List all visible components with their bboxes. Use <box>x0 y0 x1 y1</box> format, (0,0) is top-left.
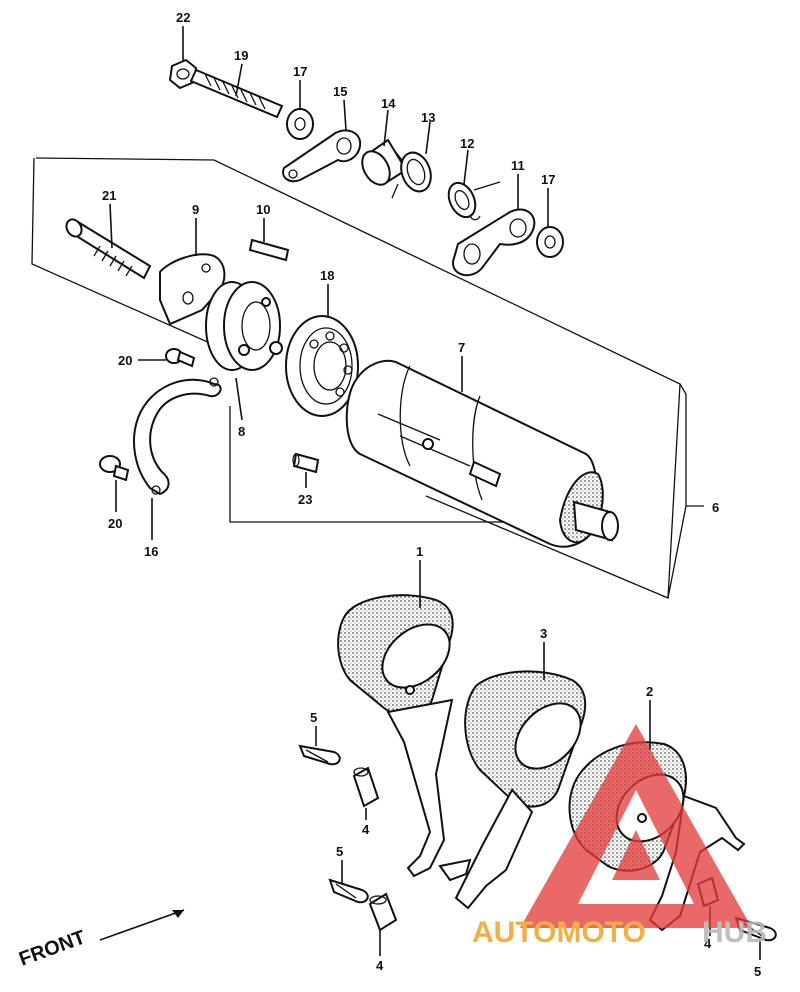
callout-11: 11 <box>511 158 525 173</box>
watermark-logo: AUTOMOTO HUB <box>472 724 767 949</box>
callout-14: 14 <box>381 96 396 111</box>
callout-20-lower: 20 <box>108 516 122 531</box>
callout-numbers: 22 19 17 15 14 13 12 11 17 21 9 10 18 7 … <box>102 10 761 979</box>
triangle-logo-icon <box>520 724 752 928</box>
bearing-18 <box>285 315 359 417</box>
bolt-20-upper <box>165 348 196 368</box>
callout-15: 15 <box>333 84 347 99</box>
watermark-text-automoto: AUTOMOTO <box>472 916 646 949</box>
guide-plate-16 <box>133 377 222 496</box>
nut-22 <box>168 58 198 90</box>
front-indicator: FRONT <box>16 909 185 971</box>
shift-forks <box>298 594 777 942</box>
callout-2: 2 <box>646 684 653 699</box>
callout-12: 12 <box>460 136 474 151</box>
callout-5-upper: 5 <box>310 710 317 725</box>
collar-14 <box>361 138 408 186</box>
callout-5-middle: 5 <box>336 844 343 859</box>
pin-23 <box>292 452 320 474</box>
callout-22: 22 <box>176 10 190 25</box>
shift-drum-7 <box>345 359 619 548</box>
callout-4-right: 4 <box>704 936 712 951</box>
leader-lines <box>109 26 761 960</box>
callout-10: 10 <box>256 202 270 217</box>
front-label: FRONT <box>16 926 88 970</box>
plate-11 <box>452 208 536 277</box>
spring-12 <box>447 181 501 221</box>
pin-10 <box>248 238 290 262</box>
callout-9: 9 <box>192 202 199 217</box>
callout-18: 18 <box>320 268 334 283</box>
spring-13 <box>391 149 432 199</box>
bolt-20-lower <box>99 455 130 482</box>
drum-components <box>65 218 619 548</box>
stopper-assembly <box>168 58 564 277</box>
arrowhead-icon <box>172 910 184 918</box>
washer-17-right <box>536 226 564 258</box>
callout-4-lower: 4 <box>376 958 384 973</box>
bolt-21 <box>65 218 152 280</box>
callout-5-lower: 5 <box>754 964 761 979</box>
clip-5a <box>298 744 341 766</box>
washer-17-top <box>286 108 314 140</box>
roller-4a <box>352 766 380 808</box>
callout-6: 6 <box>712 500 719 515</box>
callout-23: 23 <box>298 492 312 507</box>
roller-4b <box>368 892 398 932</box>
clip-5b <box>328 878 369 904</box>
callout-3: 3 <box>540 626 547 641</box>
watermark-text-hub: HUB <box>702 916 767 949</box>
shift-fork-1 <box>337 594 454 878</box>
callout-16: 16 <box>144 544 158 559</box>
callout-4-upper: 4 <box>362 822 370 837</box>
callout-7: 7 <box>458 340 465 355</box>
assembly-frame-bracket <box>667 383 704 599</box>
callout-17-top: 17 <box>293 64 307 79</box>
callout-1: 1 <box>416 544 423 559</box>
cam-8 <box>205 281 283 371</box>
callout-19: 19 <box>234 48 248 63</box>
shift-fork-3 <box>438 670 587 910</box>
callout-21: 21 <box>102 188 116 203</box>
front-arrow-icon <box>99 909 185 941</box>
callout-13: 13 <box>421 110 435 125</box>
callout-17-right: 17 <box>541 172 555 187</box>
stopper-arm-15 <box>282 129 362 183</box>
callout-8: 8 <box>238 424 245 439</box>
callout-20-upper: 20 <box>118 353 132 368</box>
